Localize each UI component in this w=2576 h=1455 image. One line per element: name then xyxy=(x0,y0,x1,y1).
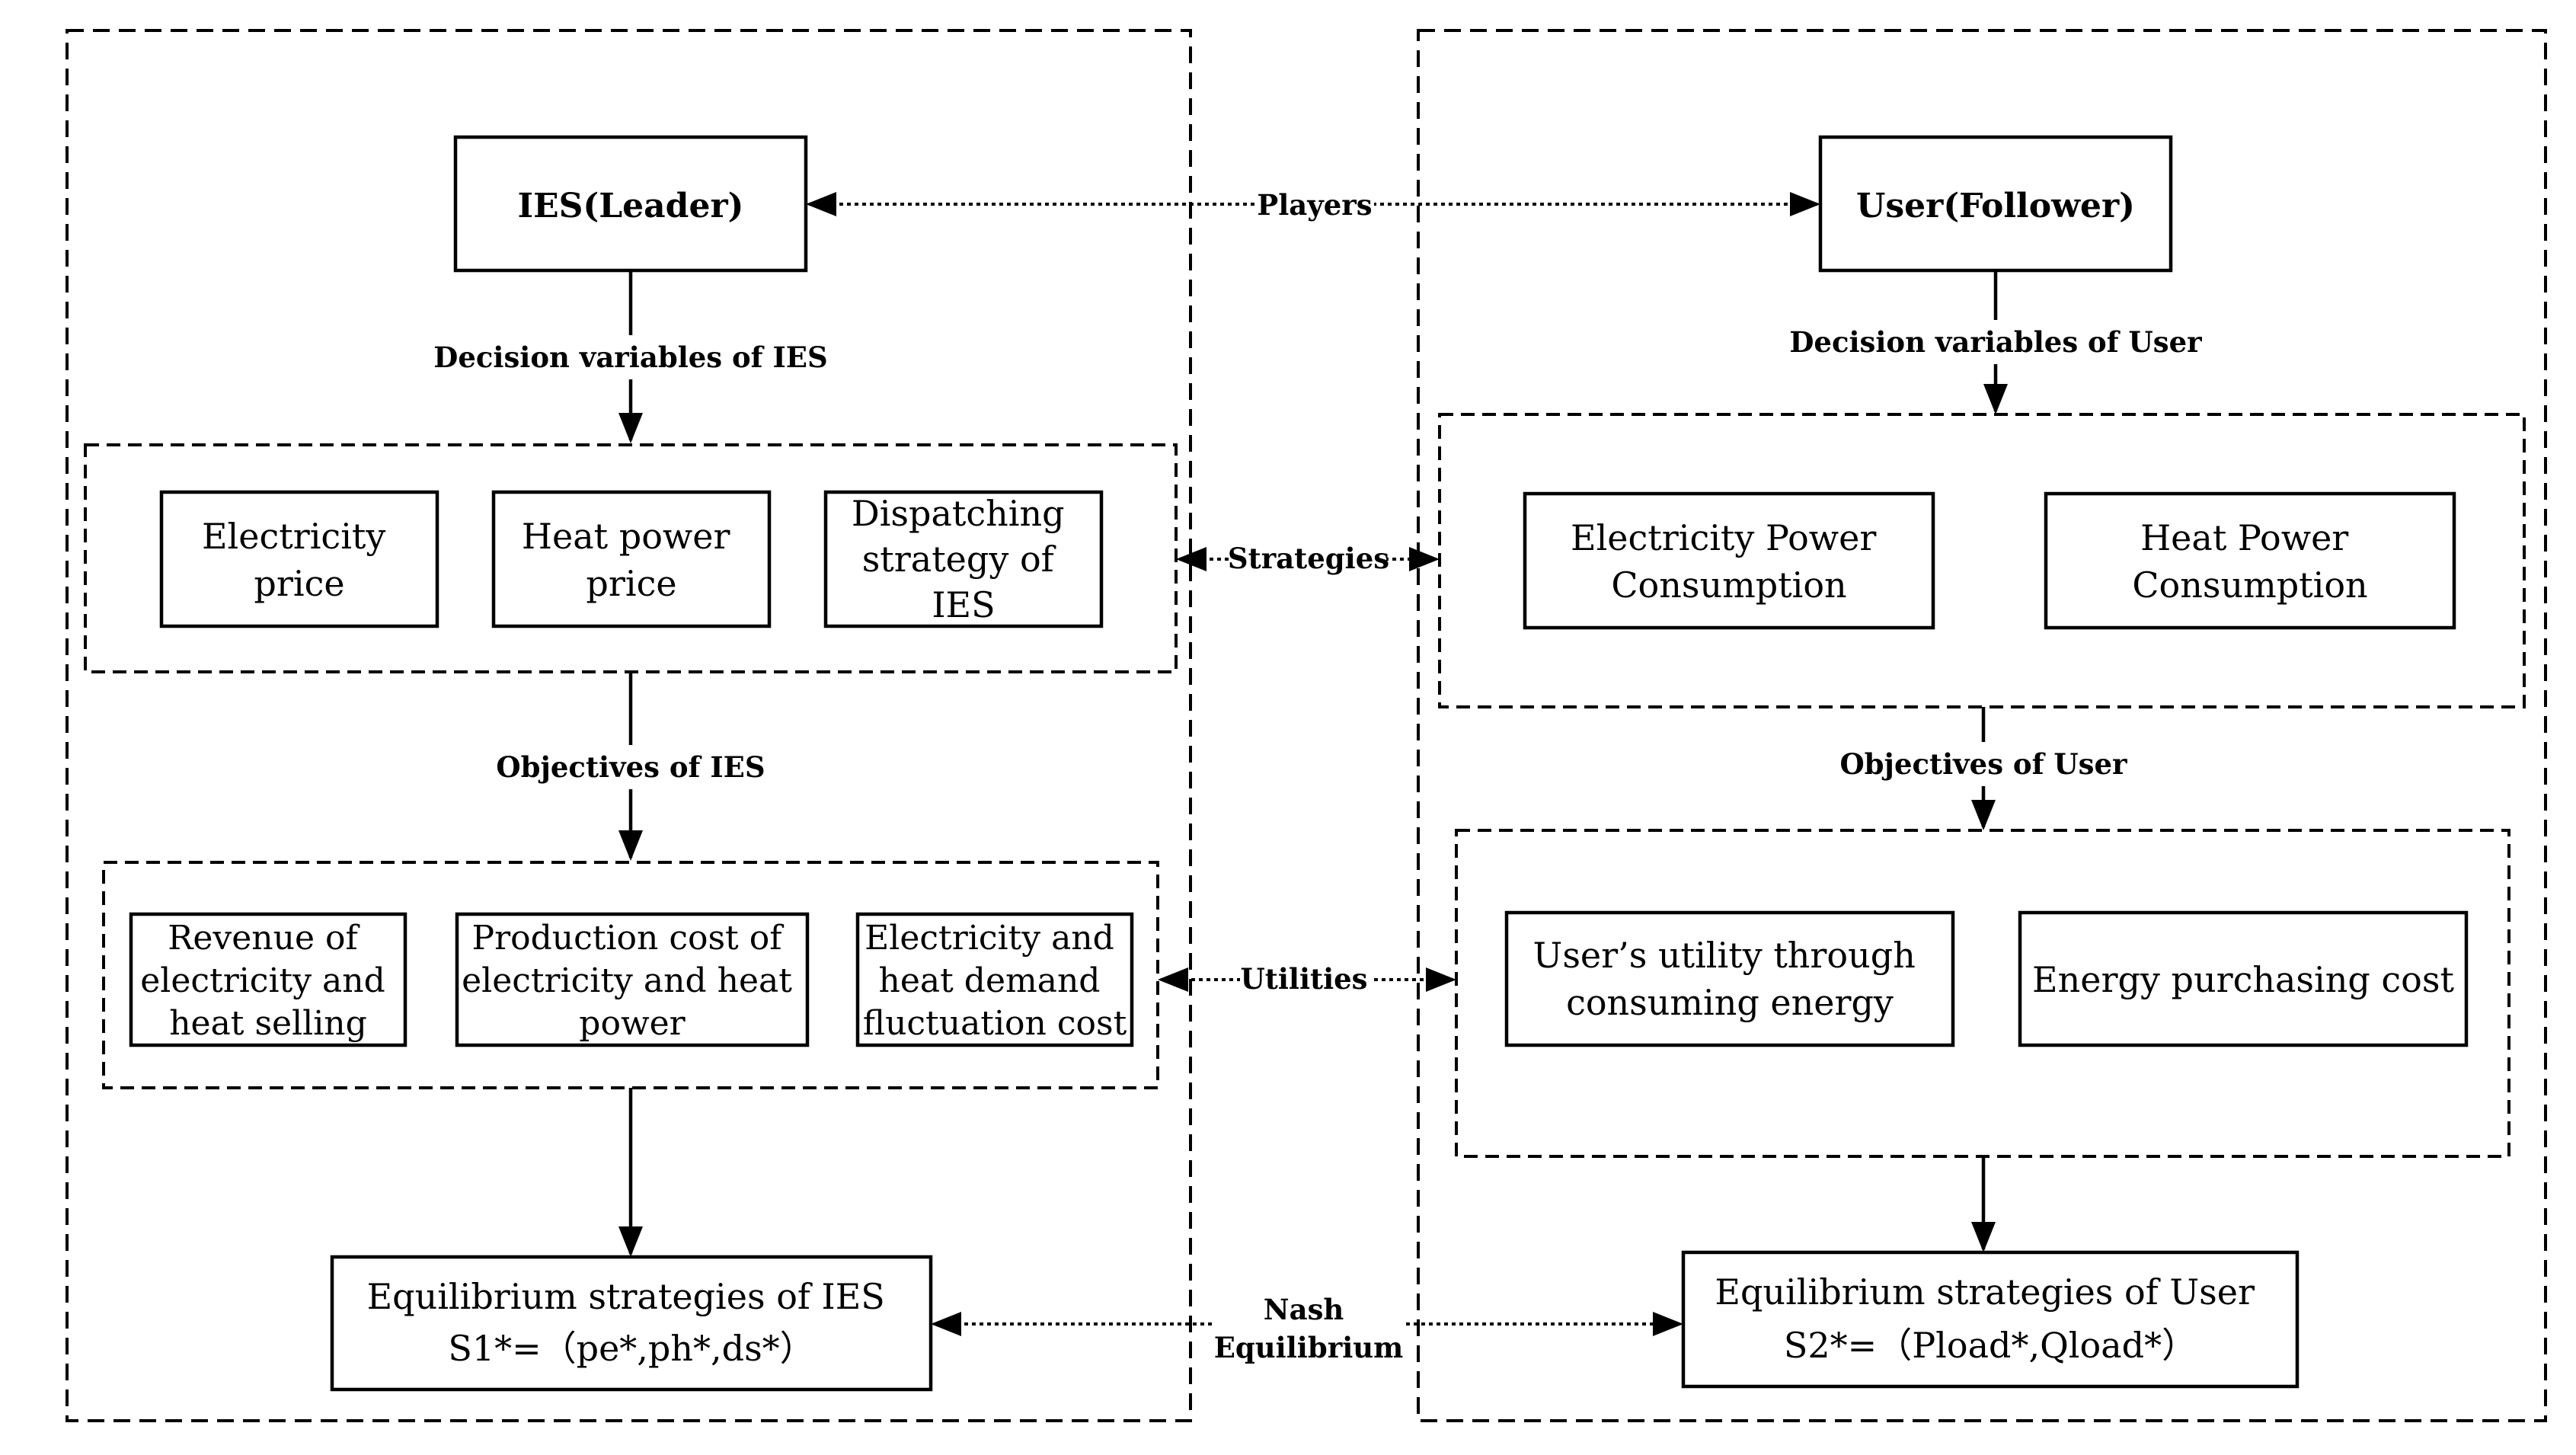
ies-strategy-line: IES xyxy=(932,584,995,625)
user-utility-node: User’s utility through consuming energy xyxy=(1504,910,1955,1047)
user-equilibrium-line: S2*=（Pload*,Qload*） xyxy=(1784,1325,2197,1366)
user-strategy-line: Consumption xyxy=(2132,564,2367,606)
nash-equilibrium-label: Equilibrium xyxy=(1214,1331,1404,1364)
user-follower-label: User(Follower) xyxy=(1856,187,2135,225)
svg-text:Equilibrium strategies of User: Equilibrium strategies of User S2*=（Ploa… xyxy=(1715,1271,2265,1366)
user-panel xyxy=(1417,29,2547,1422)
user-follower-box xyxy=(1818,135,2173,273)
ies-equilibrium-node: Equilibrium strategies of IES S1*=（pe*,p… xyxy=(330,1255,933,1392)
user-strategy-node: Heat Power Consumption xyxy=(2044,491,2456,630)
nash-equilibrium-label: Nash xyxy=(1264,1293,1344,1326)
svg-text:Equilibrium strategies of IES: Equilibrium strategies of IES S1*=（pe*,p… xyxy=(367,1276,896,1369)
strategies-link-label: Strategies xyxy=(1228,542,1389,575)
svg-text:Electricity price: Electricity price xyxy=(202,516,397,604)
ies-strategy-node: Electricity price xyxy=(159,490,439,628)
ies-utility-node: Electricity and heat demand fluctuation … xyxy=(855,912,1134,1047)
svg-text:Electricity and heat dem: Electricity and heat demand fluctuation … xyxy=(863,919,1127,1043)
svg-text:Electricity Power Consum: Electricity Power Consumption xyxy=(1571,517,1887,606)
ies-equilibrium-line: Equilibrium strategies of IES xyxy=(367,1276,885,1317)
ies-strategy-node: Dispatching strategy of IES xyxy=(823,490,1104,628)
ies-utility-line: electricity and xyxy=(140,961,385,1000)
user-strategy-node: Electricity Power Consumption xyxy=(1523,491,1935,630)
ies-utility-line: Revenue of xyxy=(168,919,360,958)
svg-text:Heat power price: Heat power price xyxy=(522,516,741,604)
ies-utility-line: heat demand xyxy=(879,961,1101,1000)
ies-objectives-label: Objectives of IES xyxy=(496,750,765,784)
ies-utility-node: Revenue of electricity and heat selling xyxy=(129,912,407,1047)
ies-utility-line: heat selling xyxy=(169,1004,367,1043)
user-utility-line: Energy purchasing cost xyxy=(2032,959,2454,1000)
svg-text:Dispatching strategy of: Dispatching strategy of IES xyxy=(852,493,1075,625)
players-link-label: Players xyxy=(1257,188,1372,222)
user-strategy-line: Heat Power xyxy=(2140,517,2348,558)
svg-text:Production cost of elect: Production cost of electricity and heat … xyxy=(462,919,803,1043)
ies-strategy-line: Electricity xyxy=(202,516,385,557)
ies-equilibrium-line: S1*=（pe*,ph*,ds*） xyxy=(448,1328,814,1369)
utilities-link-label: Utilities xyxy=(1240,962,1367,996)
user-utility-line: User’s utility through xyxy=(1533,935,1916,976)
ies-utility-line: power xyxy=(579,1004,686,1043)
ies-strategy-line: Dispatching xyxy=(852,493,1065,534)
ies-panel xyxy=(66,29,1192,1422)
ies-utility-node: Production cost of electricity and heat … xyxy=(455,912,810,1047)
ies-utility-line: Production cost of xyxy=(472,919,785,958)
svg-text:Energy purchasing cost: Energy purchasing cost xyxy=(2032,959,2454,1000)
ies-strategy-line: strategy of xyxy=(862,539,1056,580)
ies-strategy-line: price xyxy=(254,563,344,604)
ies-strategy-line: price xyxy=(586,563,676,604)
ies-strategy-line: Heat power xyxy=(522,516,730,557)
user-strategy-line: Consumption xyxy=(1611,564,1846,606)
user-strategy-line: Electricity Power xyxy=(1571,517,1876,558)
ies-decision-label: Decision variables of IES xyxy=(433,341,827,374)
svg-text:Revenue of electricity a: Revenue of electricity and heat selling xyxy=(140,919,396,1043)
user-decision-label: Decision variables of User xyxy=(1789,325,2202,359)
ies-strategy-node: Heat power price xyxy=(491,490,772,628)
user-equilibrium-line: Equilibrium strategies of User xyxy=(1715,1271,2255,1313)
ies-utility-line: electricity and heat xyxy=(462,961,792,1000)
ies-leader-label: IES(Leader) xyxy=(518,187,744,225)
user-utility-node: Energy purchasing cost xyxy=(2018,910,2469,1047)
svg-text:Heat Power Consumption: Heat Power Consumption xyxy=(2132,517,2367,606)
svg-text:User’s utility through c: User’s utility through consuming energy xyxy=(1533,935,1927,1023)
ies-utility-line: Electricity and xyxy=(865,919,1114,958)
ies-utility-line: fluctuation cost xyxy=(863,1004,1127,1043)
user-objectives-label: Objectives of User xyxy=(1839,747,2127,781)
svg-text:Nash Equilibrium: Nash Equilibrium xyxy=(1214,1293,1404,1364)
user-equilibrium-node: Equilibrium strategies of User S2*=（Ploa… xyxy=(1681,1250,2300,1389)
user-utility-line: consuming energy xyxy=(1566,982,1894,1023)
